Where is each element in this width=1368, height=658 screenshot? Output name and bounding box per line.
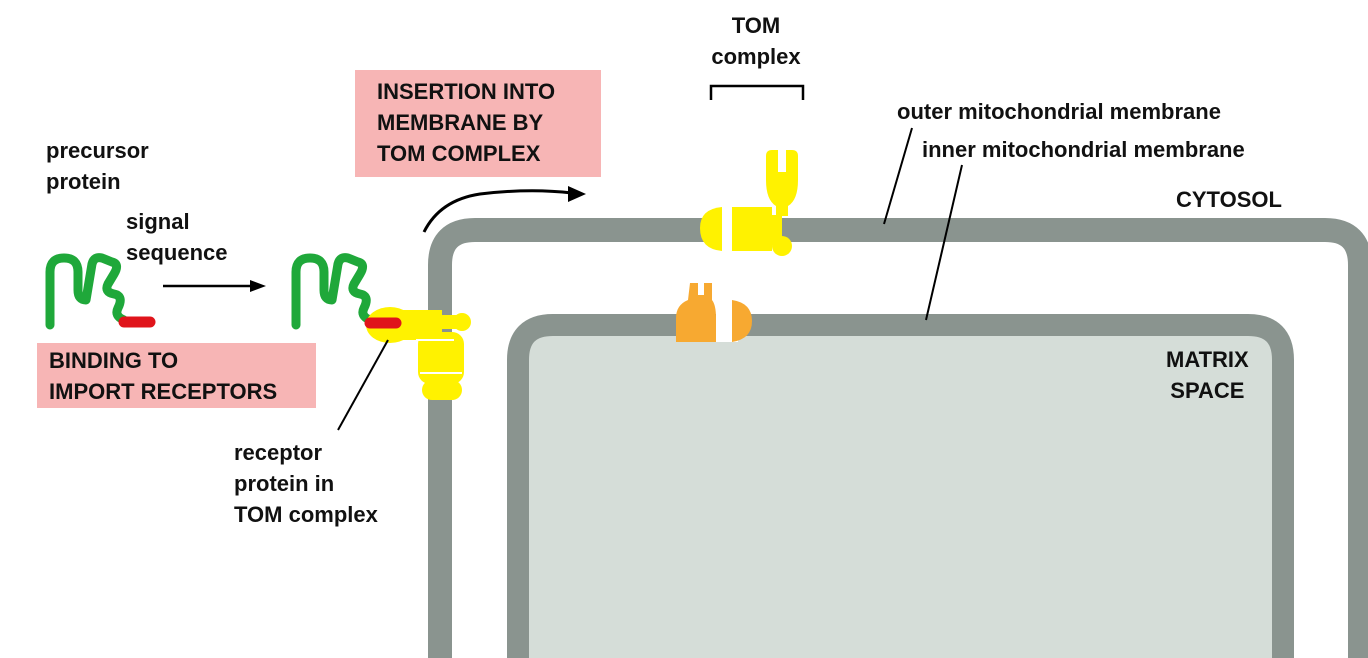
matrix-space-label: MATRIX SPACE	[1166, 347, 1249, 403]
outer-membrane-label: outer mitochondrial membrane	[897, 99, 1221, 124]
tom-complex-outer	[700, 150, 798, 256]
insertion-by-tom-complex-box: INSERTION INTO MEMBRANE BY TOM COMPLEX	[355, 70, 601, 177]
receptor-protein-label: receptor protein in TOM complex	[234, 440, 378, 527]
insertion-arrow	[422, 186, 586, 233]
precursor-protein	[45, 253, 156, 330]
precursor-protein-label: precursor protein	[46, 138, 149, 194]
matrix-space-area	[518, 325, 1283, 658]
tom-complex-bracket	[709, 84, 805, 100]
inner-mitochondrial-membrane	[507, 314, 1294, 658]
receptor-leader-line	[337, 339, 389, 431]
tim-complex-inner	[676, 283, 752, 342]
cytosol-label: CYTOSOL	[1176, 187, 1282, 212]
tom-complex-label: TOM complex	[711, 13, 801, 69]
binding-to-import-receptors-box: BINDING TO IMPORT RECEPTORS	[37, 343, 316, 408]
signal-sequence-label: signal sequence	[126, 209, 228, 265]
inner-membrane-label: inner mitochondrial membrane	[922, 137, 1245, 162]
inner-membrane-leader-line	[925, 164, 963, 321]
bound-precursor-protein	[291, 253, 375, 330]
outer-membrane-leader-line	[883, 127, 913, 225]
binding-arrow	[163, 280, 266, 292]
outer-mitochondrial-membrane	[428, 218, 1368, 658]
